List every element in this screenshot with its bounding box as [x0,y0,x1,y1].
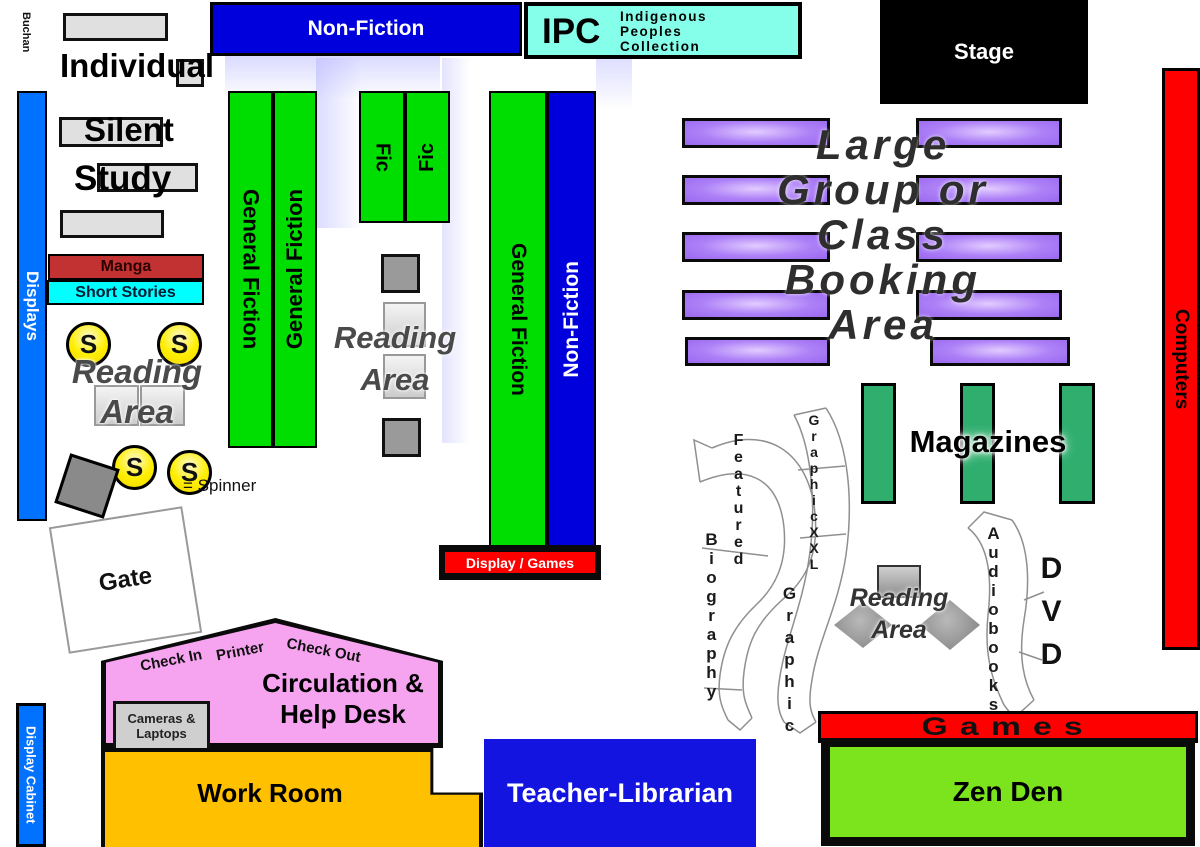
reading-table [140,385,185,426]
audiobooks-shelf-label: Audiobooks [984,524,1003,714]
reading-table [877,565,921,598]
work-room-floor [105,752,479,847]
reading-table [383,354,426,399]
stage-area: Stage [880,0,1088,104]
spinner-circle: S [167,450,212,495]
individual-silent-study-label: Silent [84,111,174,148]
ipc-shelf: IPC Indigenous Peoples Collection [524,2,802,59]
zen-den-label: Zen Den [830,747,1186,837]
work-room-label: Work Room [197,778,343,808]
reading-area-line: Reading [71,353,203,390]
reading-table [382,418,421,457]
teacher-librarian-office: Teacher-Librarian [484,739,756,847]
dvd-shelf-label: DVD [1035,552,1068,681]
ipc-full-line: Collection [620,39,701,54]
computers-shelf: Computers [1162,68,1200,650]
spinner-circle: S [157,322,202,367]
ipc-abbr-label: IPC [542,12,601,51]
display-cabinet: Display Cabinet [16,703,46,847]
fic-label: Fic [416,142,438,172]
booking-table [930,337,1070,366]
large-group-area-label: Large Group or Class Booking Area [668,122,1098,347]
magazine-shelf [960,383,995,504]
study-table [63,13,168,41]
spinner-circle: S [66,322,111,367]
fic-shelf: Fic [405,91,450,223]
ipc-full-line: Indigenous [620,9,707,24]
magazine-shelf [861,383,896,504]
shadow-decor [596,58,632,110]
display-games-shelf: Display / Games [439,545,601,580]
general-fiction-tall-shelf: General Fiction [489,91,547,547]
general-fiction-shelf: General Fiction [228,91,273,448]
booking-table [682,175,830,205]
study-table [176,59,204,87]
cameras-line: Laptops [136,726,187,741]
large-group-line: Group or [777,166,989,213]
circulation-line: Help Desk [280,699,406,729]
ipc-full-label: Indigenous Peoples Collection [620,9,707,54]
individual-silent-study-label: Study [74,159,172,198]
study-table [59,117,163,147]
reading-area-line: Reading [849,584,949,612]
individual-silent-study-label: Individual [60,47,215,84]
nonfiction-tall-shelf: Non-Fiction [547,91,596,547]
large-group-line: Booking [785,256,981,303]
spinner-circle: S [112,445,157,490]
nonfiction-banner-shelf: Non-Fiction [210,2,522,56]
spinner-legend-note: = Spinner [183,476,257,495]
large-group-line: Area [828,301,938,348]
circulation-help-desk-label: Circulation & Help Desk [248,668,438,730]
work-room-area [101,748,483,847]
booking-table [916,118,1062,148]
reading-area-line: Area [100,393,174,430]
booking-table [916,290,1062,320]
displays-shelf: Displays [17,91,47,521]
general-fiction-shelf: General Fiction [273,91,317,448]
booking-table [682,290,830,320]
reading-table [383,302,426,347]
reading-area-label: Reading Area [58,352,216,432]
graphic-xxl-shelf-label: GraphicXXL [806,412,822,572]
study-table [97,163,198,192]
featured-shelf-label: Featured [730,432,747,568]
games-shelf: Games [818,711,1198,743]
display-games-label: Display / Games [445,552,595,573]
cameras-line: Cameras & [127,711,196,726]
large-group-line: Class [816,211,950,258]
zen-den-area: Zen Den [821,738,1195,846]
booking-table [916,175,1062,205]
fic-shelf: Fic [359,91,405,223]
shadow-decor [316,58,362,228]
booking-table [682,118,830,148]
graphic-shelf-label: Graphic [780,584,799,738]
reading-area-line: Area [360,362,430,397]
manga-shelf: Manga [48,254,204,280]
games-label: Games [921,712,1095,741]
biography-shelf-label: Biography [702,530,721,701]
spinner-rotated-square [54,453,120,519]
booking-table [682,232,830,262]
magazine-shelf [1059,383,1095,504]
circulation-line: Circulation & [262,668,424,698]
short-stories-shelf: Short Stories [47,280,204,305]
booking-table [685,337,830,366]
reading-area-label: Reading Area [320,317,470,401]
ipc-full-line: Peoples [620,24,683,39]
nonfiction-label: Non-Fiction [559,260,583,378]
reading-area-line: Reading [333,320,457,355]
reading-table [94,385,139,426]
reading-table [381,254,420,293]
general-fiction-label: General Fiction [282,189,307,350]
cameras-laptops-cart: Cameras & Laptops [113,701,210,751]
gate-square: Gate [48,506,203,654]
reading-area-line: Area [871,616,927,644]
study-table [60,210,164,238]
reading-area-label: Reading Area [840,582,958,646]
large-group-line: Large [815,121,951,168]
magazines-label: Magazines [909,424,1067,459]
buchan-label: Buchan [20,12,32,53]
booking-table [916,232,1062,262]
